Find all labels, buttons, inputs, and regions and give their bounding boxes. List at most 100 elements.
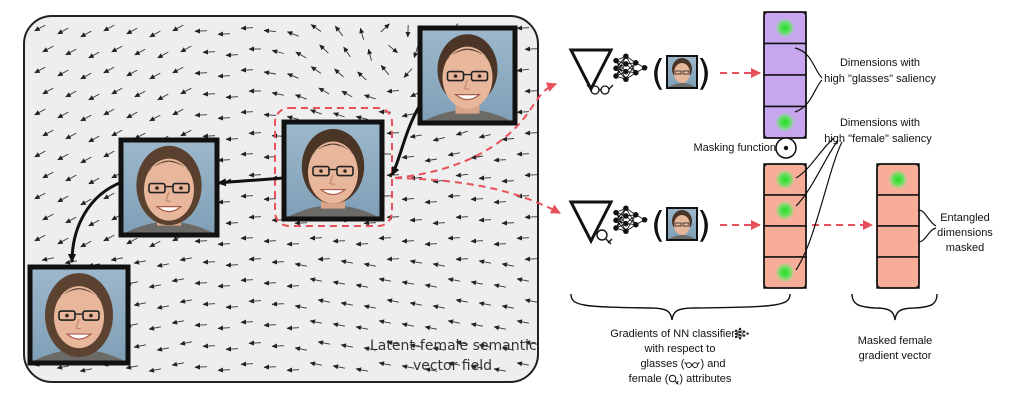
field-arrow [240, 67, 254, 73]
gradients-label-4b: ) attributes [679, 373, 732, 385]
field-arrow [432, 178, 446, 184]
field-arrow [309, 109, 322, 115]
dashed-arrow-to-female [394, 177, 561, 214]
field-arrow [447, 319, 460, 325]
field-arrow [194, 70, 208, 76]
field-arrow [80, 240, 92, 248]
field-arrow [271, 343, 285, 349]
field-arrow [340, 343, 353, 349]
field-arrow [447, 193, 461, 199]
field-arrow [516, 319, 529, 325]
field-arrow [271, 301, 285, 307]
field-arrow [194, 322, 208, 328]
field-arrow [309, 319, 322, 325]
field-arrow [424, 157, 437, 163]
field-arrow [217, 367, 231, 373]
field-arrow [271, 259, 285, 265]
field-arrow [470, 238, 484, 244]
field-arrow [378, 319, 391, 325]
field-arrow [171, 361, 184, 367]
field-arrow [295, 51, 307, 59]
field-arrow [65, 48, 77, 56]
vector-field-arrows [33, 23, 538, 373]
field-arrow [516, 109, 530, 115]
field-arrow [42, 45, 54, 53]
field-arrow [424, 367, 437, 373]
female-icon [596, 229, 613, 245]
field-arrow [217, 283, 231, 289]
field-arrow [103, 24, 115, 32]
open-paren: ( [651, 205, 665, 246]
vector-dimension-cell [876, 194, 920, 227]
field-arrow [432, 262, 445, 268]
field-caption-line-1: Latent-female semantic [370, 338, 537, 354]
masked-label-2: gradient vector [858, 350, 932, 362]
field-arrow [432, 346, 445, 352]
field-arrow [157, 93, 169, 101]
vector-dimension-cell [876, 225, 920, 258]
field-arrow [65, 132, 77, 140]
trajectory-arrow-3 [68, 180, 123, 263]
field-arrow [401, 364, 414, 370]
field-arrow [386, 88, 400, 94]
field-arrow [332, 322, 345, 328]
field-arrow [202, 259, 216, 265]
field-arrow [148, 367, 161, 373]
field-arrow [309, 361, 322, 367]
field-arrow [217, 325, 231, 331]
field-arrow [225, 94, 239, 100]
field-arrow [65, 174, 77, 182]
field-arrow [42, 129, 54, 137]
field-arrow [103, 66, 115, 74]
field-arrow [88, 93, 100, 101]
gradients-label-2: with respect to [644, 343, 716, 355]
gradients-label-3: glasses () and [618, 357, 748, 371]
field-arrow [493, 325, 506, 331]
field-arrow [263, 280, 277, 286]
field-arrow [317, 298, 330, 304]
entangled-label-3: masked [945, 242, 985, 254]
gradients-label-1: Gradients of NN classifier [610, 328, 735, 340]
entangled-label-1: Entangled [940, 212, 990, 224]
field-arrow [126, 69, 138, 77]
odot-icon [775, 137, 797, 159]
field-arrow [103, 150, 115, 158]
field-arrow [332, 280, 345, 286]
field-arrow [111, 129, 123, 137]
field-arrow [363, 262, 376, 268]
field-arrow [386, 298, 399, 304]
field-arrow [263, 364, 277, 370]
field-arrow [386, 256, 400, 262]
field-arrow [156, 262, 169, 268]
face-thumbnail-small [666, 207, 698, 241]
field-arrow [363, 346, 376, 352]
field-arrow [401, 322, 414, 328]
field-arrow [401, 280, 414, 286]
field-arrow [133, 259, 146, 265]
field-arrow [294, 220, 308, 226]
field-arrow [470, 154, 483, 160]
field-arrow [493, 157, 507, 163]
field-arrow [332, 364, 345, 370]
glasses-gradient-row: ( ) [568, 48, 761, 95]
field-arrow [80, 72, 92, 80]
field-arrow [447, 235, 461, 241]
field-arrow [357, 71, 367, 81]
field-arrow [57, 27, 69, 35]
gradients-label-4a: female ( [628, 373, 669, 385]
selected-face-highlight [274, 107, 393, 227]
field-arrow [271, 49, 284, 55]
field-arrow [240, 361, 254, 367]
field-arrow [403, 68, 413, 78]
field-arrow [380, 23, 390, 33]
field-arrow [294, 262, 307, 268]
field-arrow [240, 109, 254, 115]
field-arrow [148, 283, 161, 289]
field-arrow [80, 30, 92, 38]
field-arrow [401, 154, 415, 160]
field-arrow [516, 277, 529, 283]
field-caption-line-2: vector field [412, 358, 493, 374]
field-arrow [355, 325, 368, 331]
field-arrow [240, 151, 254, 157]
field-arrow [240, 319, 254, 325]
